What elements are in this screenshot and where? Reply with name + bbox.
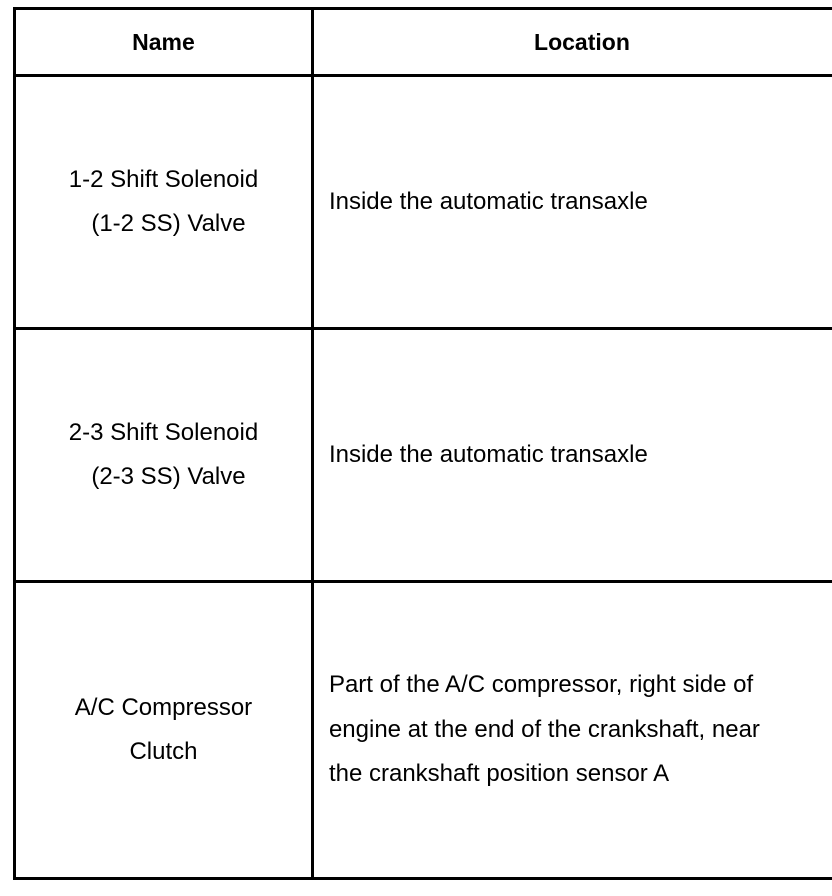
name-line: A/C Compressor: [74, 694, 253, 721]
header-name: Name: [13, 7, 314, 77]
name-line: 1-2 Shift Solenoid: [68, 166, 259, 193]
location-cell: Part of the A/C compressor, right side o…: [310, 580, 832, 880]
name-cell: A/C Compressor Clutch: [13, 580, 314, 880]
name-line: (2-3 SS) Valve: [91, 463, 246, 490]
table-header-row: Name Location: [13, 7, 832, 77]
location-cell: Inside the automatic transaxle: [310, 74, 832, 330]
name-line: 2-3 Shift Solenoid: [68, 419, 259, 446]
table-row: 2-3 Shift Solenoid (2-3 SS) Valve Inside…: [13, 327, 832, 583]
name-cell: 2-3 Shift Solenoid (2-3 SS) Valve: [13, 327, 314, 583]
table-row: 1-2 Shift Solenoid (1-2 SS) Valve Inside…: [13, 74, 832, 330]
location-cell: Inside the automatic transaxle: [310, 327, 832, 583]
component-location-table: Name Location 1-2 Shift Solenoid (1-2 SS…: [13, 7, 832, 880]
name-line: (1-2 SS) Valve: [91, 210, 246, 237]
table-row: A/C Compressor Clutch Part of the A/C co…: [13, 580, 832, 880]
name-cell: 1-2 Shift Solenoid (1-2 SS) Valve: [13, 74, 314, 330]
name-line: Clutch: [129, 738, 198, 765]
header-location: Location: [310, 7, 832, 77]
